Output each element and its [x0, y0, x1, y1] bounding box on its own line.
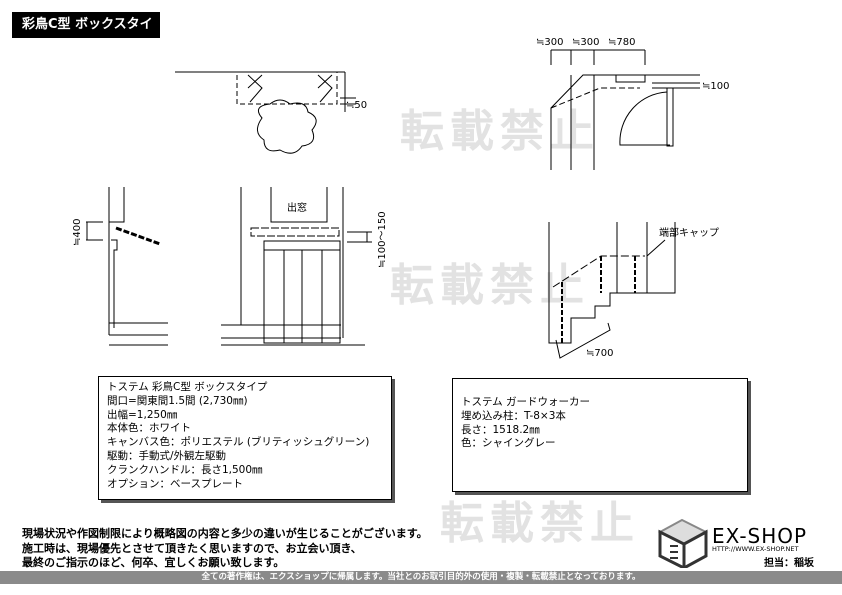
- walker-stair-view: 端部キャップ ≒700: [548, 222, 719, 359]
- dim-label: ≒300: [536, 37, 563, 48]
- dim-label: ≒700: [586, 348, 613, 359]
- dim-label: ≒780: [608, 37, 635, 48]
- walker-spec-box: トステム ガードウォーカー 埋め込み柱：T-8×3本 長さ：1518.2㎜ 色：…: [452, 378, 748, 492]
- dim-label: ≒400: [72, 219, 83, 246]
- walker-plan-view: ≒300 ≒300 ≒780 ≒100: [536, 37, 729, 170]
- spec-line: クランクハンドル：長さ1,500㎜: [107, 463, 263, 476]
- spec-line: 長さ：1518.2㎜: [461, 423, 540, 436]
- note-line: 現場状況や作図制限により概略図の内容と多少の違いが生じることがございます。: [22, 527, 428, 540]
- ex-shop-logo: EX-SHOP HTTP://WWW.EX-SHOP.NET 担当：稲坂: [656, 518, 836, 569]
- spec-line: 埋め込み柱：T-8×3本: [461, 409, 566, 422]
- logo-url: HTTP://WWW.EX-SHOP.NET: [712, 545, 799, 553]
- awning-plan-view: ≒50: [175, 71, 367, 154]
- front-elevation-view: 出窓 ≒100〜150: [221, 187, 388, 346]
- dim-label: ≒100: [702, 81, 729, 92]
- logo-name: EX-SHOP: [712, 524, 808, 548]
- note-line: 最終のご指示のほど、何卒、宜しくお願い致します。: [22, 556, 285, 569]
- spec-line: 本体色：ホワイト: [107, 422, 191, 435]
- dim-label: ≒100〜150: [377, 211, 388, 268]
- staff-name: 担当：稲坂: [764, 558, 814, 569]
- disclaimer-notes: 現場状況や作図制限により概略図の内容と多少の違いが生じることがございます。 施工…: [22, 527, 428, 571]
- window-label: 出窓: [287, 201, 307, 214]
- cube-logo-icon: [657, 518, 709, 568]
- side-section-view: ≒400: [72, 187, 168, 346]
- spec-line: トステム 彩鳥C型 ボックスタイプ: [107, 381, 268, 393]
- spec-line: トステム ガードウォーカー: [461, 396, 591, 408]
- note-line: 施工時は、現場優先とさせて頂きたく思いますので、お立会い頂き、: [22, 541, 362, 555]
- awning-spec-box: トステム 彩鳥C型 ボックスタイプ 間口=関東間1.5間 (2,730㎜) 出幅…: [98, 376, 392, 500]
- copyright-bar: 全ての著作権は、エクスショップに帰属します。当社とのお取引目的外の使用・複製・転…: [0, 571, 842, 584]
- spec-line: 色：シャイングレー: [461, 437, 556, 450]
- spec-line: 間口=関東間1.5間 (2,730㎜): [107, 394, 248, 407]
- dim-label: ≒50: [346, 100, 367, 111]
- end-cap-label: 端部キャップ: [659, 226, 719, 239]
- spec-line: オプション：ベースプレート: [107, 477, 243, 490]
- page-title: 彩鳥C型 ボックスタイプ: [12, 12, 160, 58]
- spec-line: 出幅=1,250㎜: [107, 408, 178, 421]
- dim-label: ≒300: [572, 37, 599, 48]
- spec-line: キャンバス色：ポリエステル (ブリティッシュグリーン): [107, 436, 370, 449]
- spec-line: 駆動：手動式/外観左駆動: [107, 449, 227, 462]
